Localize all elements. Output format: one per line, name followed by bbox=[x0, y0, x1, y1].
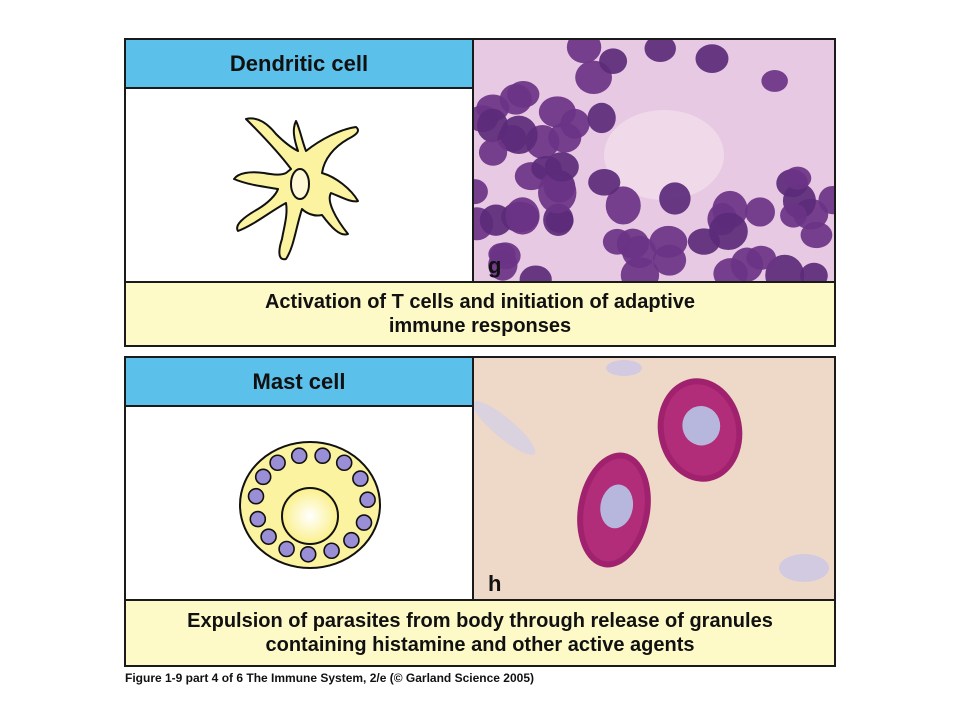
caption-line: Expulsion of parasites from body through… bbox=[187, 610, 773, 632]
nucleus-blob bbox=[599, 48, 628, 74]
granule bbox=[254, 468, 272, 486]
granules-group bbox=[247, 447, 376, 563]
nucleus-blob bbox=[761, 70, 788, 92]
nucleus-blob bbox=[538, 171, 577, 214]
nucleus-blob bbox=[478, 139, 508, 166]
nucleus-blob bbox=[505, 197, 540, 235]
nucleus-blob bbox=[500, 115, 538, 155]
nucleus-blob bbox=[695, 44, 729, 73]
granule bbox=[247, 487, 265, 505]
nucleus-blob bbox=[644, 40, 676, 62]
nucleus-blob bbox=[477, 108, 508, 143]
mast-cell-panel: Mast cell h Expulsion of parasites from … bbox=[124, 356, 836, 667]
nucleus-blob bbox=[587, 102, 616, 134]
mast-cell-diagram bbox=[126, 407, 474, 601]
dendritic-cell-diagram bbox=[126, 89, 474, 283]
granule bbox=[299, 545, 317, 563]
granule bbox=[260, 528, 277, 545]
dendritic-cell-illustration bbox=[233, 117, 359, 261]
nucleus-blob bbox=[489, 242, 521, 270]
mast-cell-title: Mast cell bbox=[126, 358, 474, 407]
nucleus-blob bbox=[560, 108, 590, 139]
nucleus-blob bbox=[566, 40, 602, 64]
dendritic-cell-panel: Dendritic cell g Activation of T cells a… bbox=[124, 38, 836, 347]
granule bbox=[323, 542, 340, 560]
mast-cell-illustration bbox=[239, 441, 381, 569]
nucleus-blob bbox=[620, 257, 660, 283]
granule bbox=[355, 514, 373, 531]
granule bbox=[343, 531, 360, 549]
dendritic-cell-micrograph: g bbox=[474, 40, 834, 283]
nucleus-blob bbox=[652, 244, 687, 276]
nucleus-blob bbox=[544, 152, 579, 182]
granule bbox=[314, 447, 331, 465]
nucleus-blob bbox=[588, 169, 621, 196]
nucleus-blob bbox=[605, 186, 641, 225]
granule bbox=[335, 454, 353, 472]
nucleus-blob bbox=[519, 265, 552, 283]
photo-label-h: h bbox=[488, 571, 502, 596]
caption-line: Activation of T cells and initiation of … bbox=[264, 291, 696, 313]
nucleus-blob bbox=[745, 197, 775, 227]
nucleus-blob bbox=[780, 203, 807, 228]
photo-label-g: g bbox=[488, 253, 502, 278]
dendritic-cell-caption: Activation of T cells and initiation of … bbox=[126, 281, 834, 345]
dendritic-cell-title: Dendritic cell bbox=[126, 40, 474, 89]
granule bbox=[269, 454, 286, 472]
nucleus-blob bbox=[507, 81, 540, 108]
nucleus-blob bbox=[602, 228, 632, 255]
nucleus-blob bbox=[818, 185, 834, 215]
figure-credit: Figure 1-9 part 4 of 6 The Immune System… bbox=[125, 671, 534, 685]
nucleus-blob bbox=[474, 179, 488, 205]
dendritic-cell-nucleus bbox=[290, 168, 310, 200]
granule bbox=[278, 540, 295, 558]
nucleus-blob bbox=[800, 262, 828, 283]
mast-cell-micrograph: h bbox=[474, 358, 834, 601]
caption-line: containing histamine and other active ag… bbox=[265, 634, 695, 656]
granule bbox=[249, 510, 267, 528]
nucleus-blob bbox=[687, 228, 721, 255]
nucleus-blob bbox=[730, 247, 764, 282]
granule bbox=[290, 447, 308, 465]
caption-line: immune responses bbox=[388, 315, 572, 337]
nucleus-blob bbox=[800, 221, 833, 249]
granule bbox=[352, 470, 369, 487]
mast-cell-nucleus bbox=[281, 487, 339, 545]
nucleus-blob bbox=[784, 166, 812, 190]
nucleus-blob bbox=[659, 182, 691, 215]
mast-cell-caption: Expulsion of parasites from body through… bbox=[126, 599, 834, 665]
granule bbox=[359, 491, 376, 509]
